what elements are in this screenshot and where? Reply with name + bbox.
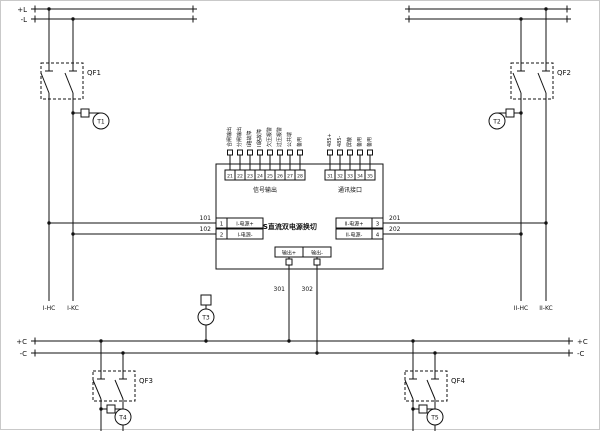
feeder1-bus-label-kc: I-KC — [67, 305, 79, 312]
signal-terminal: 28 — [297, 174, 303, 180]
signal-terminal: 24 — [257, 174, 263, 180]
top-left-bus: +L -L — [17, 5, 197, 24]
comm-terminal: 35 — [367, 174, 373, 180]
feeder-3: QF3 T4 — [92, 341, 153, 431]
breaker-qf1 — [40, 62, 84, 100]
breaker-qf4-label: QF4 — [451, 377, 466, 385]
input-terminal-label: II-电源+ — [345, 221, 364, 228]
wire-202-label: 202 — [389, 226, 401, 233]
signal-stub-label: 分闸输出 — [236, 127, 243, 147]
device-box: 21 22 23 24 25 26 27 28 31 32 33 34 35 信… — [215, 163, 384, 270]
input-terminal-label: I-电源+ — [236, 221, 253, 228]
bus-label-neg-c-right: -C — [577, 350, 585, 358]
wire-102-label: 102 — [200, 226, 212, 233]
signal-stub-label: 合闸输出 — [226, 127, 233, 147]
comm-terminal: 31 — [327, 174, 333, 180]
t3-link-terminal — [200, 294, 212, 306]
breaker-qf3 — [92, 370, 136, 402]
transducer-t2-label: T2 — [492, 119, 501, 126]
t1-link-terminal — [80, 108, 90, 118]
input-terminal-no: 3 — [376, 222, 380, 228]
signal-terminal: 26 — [277, 174, 283, 180]
feeder1-bus-label-hc: I-HC — [43, 305, 56, 312]
feeder-2: QF2 T2 II-HC II-KC — [488, 9, 571, 312]
top-right-bus — [405, 5, 571, 23]
transducer-t3-label: T3 — [201, 315, 210, 322]
signal-terminal: 27 — [287, 174, 293, 180]
feeder2-bus-label-hc: II-HC — [514, 305, 528, 312]
device-output-wires: 301 302 — [274, 257, 321, 353]
input-terminal-label: II-电源- — [346, 232, 363, 239]
breaker-qf4 — [404, 370, 448, 402]
signal-terminal: 23 — [247, 174, 253, 180]
signal-terminal: 21 — [227, 174, 233, 180]
feeder-4: QF4 T5 — [404, 341, 466, 431]
comm-stub-label: 485- — [337, 135, 343, 147]
transducer-t1 — [92, 112, 110, 130]
comm-stub-label: 备用 — [366, 137, 373, 147]
comm-stub-label: 屏蔽 — [346, 137, 353, 147]
signal-terminal: 25 — [267, 174, 273, 180]
wire-101-label: 101 — [200, 215, 212, 222]
signal-stub-label: I路故障 — [246, 131, 253, 147]
transducer-t2 — [488, 112, 506, 130]
comm-terminal: 34 — [357, 174, 363, 180]
input-terminal-label: I-电源- — [237, 232, 252, 239]
bus-label-neg-l: -L — [21, 16, 28, 24]
t5-link-terminal — [418, 404, 428, 414]
transducer-t4-label: T4 — [118, 415, 127, 422]
signal-stub-label: 过压报警 — [276, 127, 283, 147]
comm-stub-label: 备用 — [356, 137, 363, 147]
bus-label-pos-l: +L — [17, 6, 27, 14]
bus-label-pos-c-right: +C — [577, 338, 588, 346]
comm-section-label: 通讯接口 — [338, 186, 362, 194]
wire-201-label: 201 — [389, 215, 401, 222]
input-terminal-no: 4 — [376, 233, 380, 239]
breaker-qf1-label: QF1 — [87, 69, 101, 77]
feeder2-bus-label-kc: II-KC — [539, 305, 553, 312]
signal-stub-label: 公共端 — [286, 132, 293, 147]
signal-stub-label: 欠压报警 — [266, 127, 273, 147]
t4-link-terminal — [106, 404, 116, 414]
breaker-qf2-label: QF2 — [557, 69, 571, 77]
device-top-stubs: 合闸输出 分闸输出 I路故障 II路故障 欠压报警 过压报警 公共端 备用 48… — [226, 127, 373, 170]
device-input-wires: 101 102 201 202 — [49, 215, 546, 235]
breaker-qf3-label: QF3 — [139, 377, 153, 385]
bus-label-neg-c-left: -C — [20, 350, 28, 358]
feeder-1: QF1 T1 I-HC I-KC — [40, 9, 110, 312]
signal-stub-label: 备用 — [296, 137, 303, 147]
breaker-qf2 — [510, 62, 554, 100]
wire-301-label: 301 — [274, 286, 286, 293]
wire-302-label: 302 — [302, 286, 314, 293]
comm-terminal: 33 — [347, 174, 353, 180]
t2-link-terminal — [505, 108, 515, 118]
t3-branch: T3 — [197, 294, 215, 341]
comm-stub-label: 485+ — [327, 133, 333, 147]
signal-stub-label: II路故障 — [256, 129, 263, 147]
transducer-t5-label: T5 — [430, 415, 439, 422]
transducer-t1-label: T1 — [96, 119, 105, 126]
output-pos-label: 输出+ — [282, 250, 296, 257]
output-neg-label: 输出- — [311, 250, 323, 257]
signal-terminal: 22 — [237, 174, 243, 180]
signal-section-label: 信号输出 — [253, 186, 277, 194]
comm-terminal: 32 — [337, 174, 343, 180]
input-terminal-no: 1 — [220, 222, 224, 228]
bus-label-pos-c-left: +C — [16, 338, 27, 346]
junction-dots — [47, 7, 548, 411]
device-title: DPAS直流双电源换切 — [247, 222, 317, 231]
input-terminal-no: 2 — [220, 233, 224, 239]
